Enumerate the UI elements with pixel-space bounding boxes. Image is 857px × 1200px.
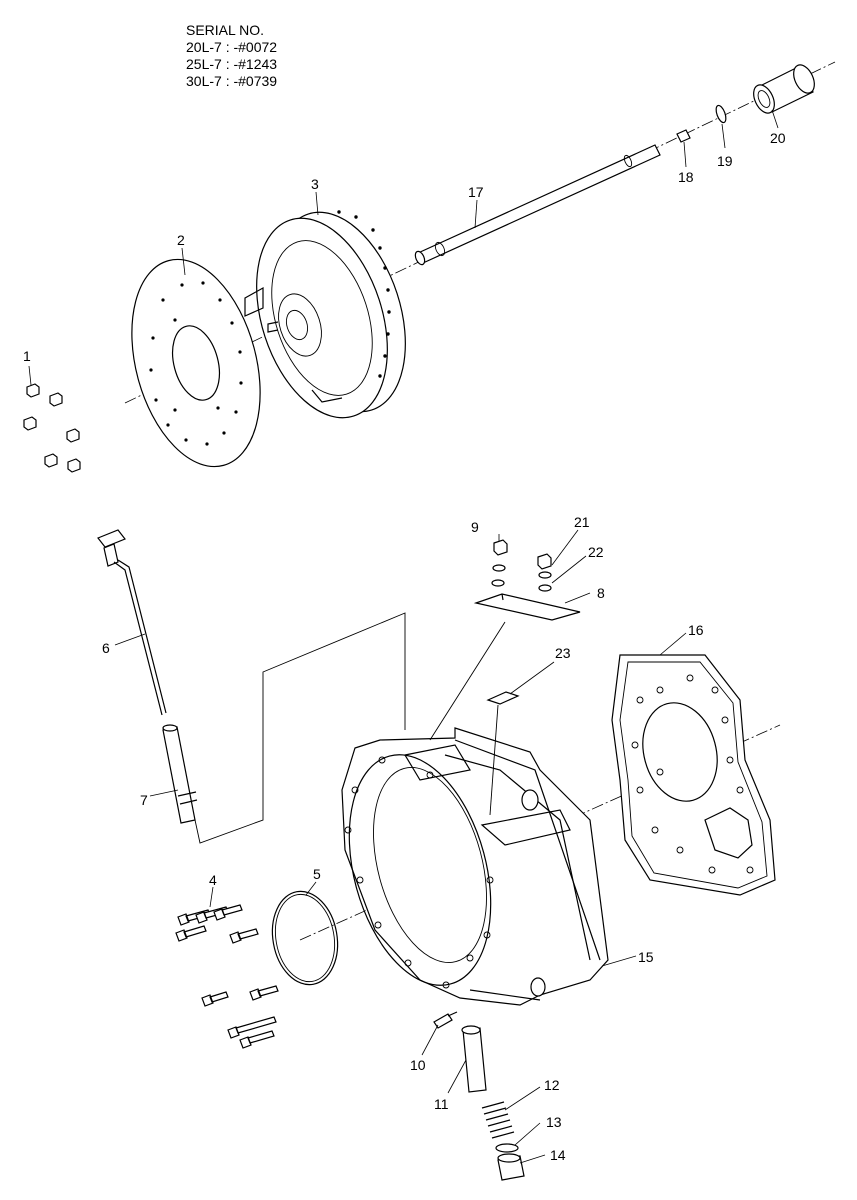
part-18-bushing bbox=[676, 129, 691, 143]
callout-17: 17 bbox=[468, 184, 484, 200]
tube-routing-line bbox=[194, 612, 406, 844]
part-4-bolts bbox=[175, 904, 279, 1049]
callout-8: 8 bbox=[597, 585, 605, 601]
callout-15: 15 bbox=[638, 949, 654, 965]
callout-numbers: 1 2 3 4 5 6 7 8 9 10 11 12 13 14 15 16 1… bbox=[23, 130, 786, 1163]
part-19-ring bbox=[715, 104, 727, 124]
callout-9: 9 bbox=[471, 519, 479, 535]
serial-number-block: SERIAL NO. 20L-7 : -#0072 25L-7 : -#1243… bbox=[186, 22, 277, 90]
callout-20: 20 bbox=[770, 130, 786, 146]
part-20-bearing bbox=[753, 64, 815, 114]
part-7-tube bbox=[162, 724, 198, 824]
callout-4: 4 bbox=[209, 872, 217, 888]
part-8-cover-plate bbox=[473, 593, 581, 621]
serial-line-20l7: 20L-7 : -#0072 bbox=[186, 39, 278, 55]
part-21-bolt bbox=[537, 553, 552, 592]
serial-line-30l7: 30L-7 : -#0739 bbox=[186, 73, 278, 89]
callout-3: 3 bbox=[311, 176, 319, 192]
part-8-guide-line bbox=[429, 621, 506, 741]
part-23-plate bbox=[486, 691, 520, 705]
serial-line-25l7: 25L-7 : -#1243 bbox=[186, 56, 278, 72]
part-2-flex-plate bbox=[131, 258, 261, 468]
callout-6: 6 bbox=[102, 640, 110, 656]
part-13-washer bbox=[495, 1143, 519, 1153]
callout-5: 5 bbox=[313, 866, 321, 882]
serial-title: SERIAL NO. bbox=[186, 22, 265, 38]
part-16-gasket bbox=[611, 654, 776, 896]
callout-1: 1 bbox=[23, 348, 31, 364]
callout-7: 7 bbox=[140, 792, 148, 808]
callout-13: 13 bbox=[546, 1114, 562, 1130]
callout-16: 16 bbox=[688, 622, 704, 638]
part-23-guide-line bbox=[489, 704, 499, 816]
part-11-pin bbox=[461, 1025, 487, 1093]
callout-11: 11 bbox=[434, 1096, 449, 1112]
callout-18: 18 bbox=[678, 169, 694, 185]
callout-22: 22 bbox=[588, 544, 604, 560]
part-5-o-ring bbox=[271, 890, 339, 986]
callout-2: 2 bbox=[177, 232, 185, 248]
leader-lines bbox=[28, 109, 779, 1164]
callout-21: 21 bbox=[574, 514, 590, 530]
part-14-plug bbox=[497, 1153, 525, 1181]
part-1-bolts bbox=[23, 383, 81, 473]
callout-14: 14 bbox=[550, 1147, 566, 1163]
part-17-shaft bbox=[414, 144, 661, 266]
part-15-housing bbox=[341, 727, 609, 1006]
callout-12: 12 bbox=[544, 1077, 560, 1093]
callout-19: 19 bbox=[717, 153, 733, 169]
part-6-dipstick bbox=[97, 529, 167, 716]
callout-23: 23 bbox=[555, 645, 571, 661]
part-3-torque-converter bbox=[244, 210, 406, 419]
part-12-spring bbox=[481, 1101, 515, 1139]
part-9-bolt bbox=[491, 539, 508, 587]
part-10-fitting bbox=[433, 1011, 458, 1029]
callout-10: 10 bbox=[410, 1057, 426, 1073]
